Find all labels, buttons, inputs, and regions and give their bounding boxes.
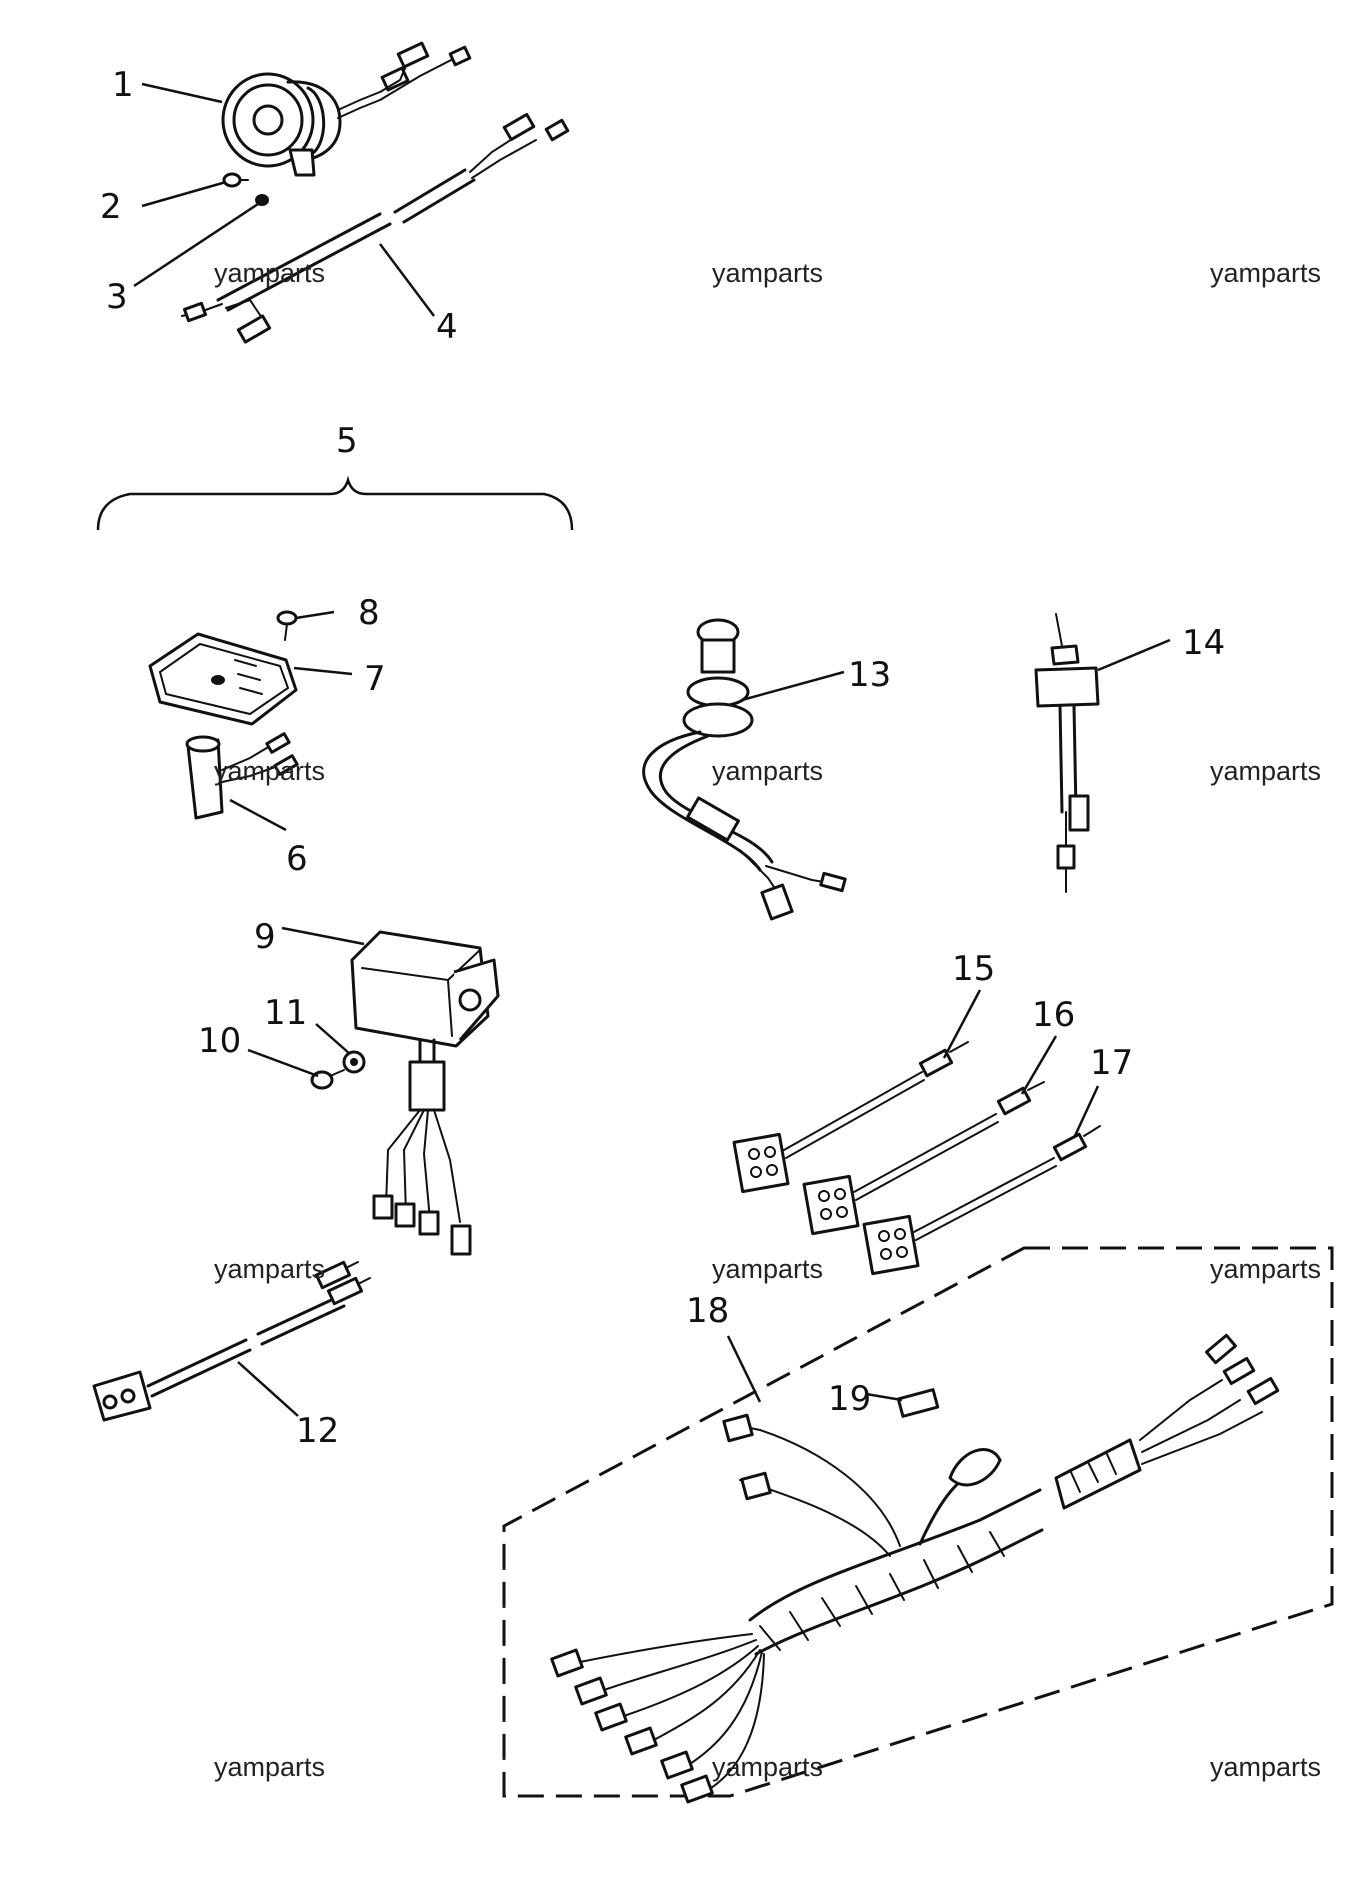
part-7-panel-plate xyxy=(148,632,298,726)
watermark: yamparts xyxy=(1210,1254,1321,1284)
callout-9: 9 xyxy=(254,917,276,957)
callout-7: 7 xyxy=(364,659,386,699)
part-19-fuse xyxy=(896,1388,940,1418)
callout-14: 14 xyxy=(1182,623,1225,663)
part-8-screw xyxy=(276,610,298,641)
callout-labels: 1 2 3 4 5 6 7 8 9 10 11 12 13 14 15 16 1… xyxy=(100,65,1225,1451)
callout-1: 1 xyxy=(112,65,134,105)
watermark: yamparts xyxy=(214,258,325,288)
leader-lines xyxy=(133,82,1171,1417)
callout-8: 8 xyxy=(358,593,380,633)
watermark: yamparts xyxy=(712,1752,823,1782)
part-18-main-harness xyxy=(550,1333,1280,1804)
watermark: yamparts xyxy=(214,756,325,786)
callout-2: 2 xyxy=(100,187,122,227)
part-2-screw xyxy=(222,172,249,188)
part-11-collar xyxy=(342,1050,366,1074)
part-17-lead xyxy=(862,1125,1101,1276)
callout-4: 4 xyxy=(436,307,458,347)
watermark: yamparts xyxy=(214,1752,325,1782)
callout-10: 10 xyxy=(198,1021,241,1061)
part-9-regulator xyxy=(350,930,500,1256)
callout-18: 18 xyxy=(686,1291,729,1331)
watermark: yamparts xyxy=(1210,756,1321,786)
watermark: yamparts xyxy=(712,756,823,786)
callout-6: 6 xyxy=(286,839,308,879)
watermark: yamparts xyxy=(712,258,823,288)
part-10-bolt xyxy=(310,1069,345,1090)
callout-5: 5 xyxy=(336,421,358,461)
part-3-washer xyxy=(255,194,269,206)
part-12-extension-lead xyxy=(92,1260,371,1422)
part-6-switch xyxy=(185,732,299,820)
callout-15: 15 xyxy=(952,949,995,989)
part-1-horn xyxy=(221,41,472,177)
callout-17: 17 xyxy=(1090,1043,1133,1083)
part-4-wire-lead xyxy=(181,112,570,344)
part-14-toggle-switch xyxy=(1034,613,1100,893)
callout-16: 16 xyxy=(1032,995,1075,1035)
callout-11: 11 xyxy=(264,993,307,1033)
group-5-bracket xyxy=(96,475,574,531)
callout-19: 19 xyxy=(828,1379,871,1419)
watermark: yamparts xyxy=(214,1254,325,1284)
callout-3: 3 xyxy=(106,277,128,317)
callout-13: 13 xyxy=(848,655,891,695)
part-15-lead xyxy=(732,1041,969,1194)
watermark: yamparts xyxy=(1210,1752,1321,1782)
watermarks: yamparts yamparts yamparts yamparts yamp… xyxy=(214,258,1321,1782)
watermark: yamparts xyxy=(712,1254,823,1284)
callout-12: 12 xyxy=(296,1411,339,1451)
part-13-key-switch xyxy=(642,618,847,921)
group-18-boundary xyxy=(502,1246,1334,1798)
part-16-lead xyxy=(802,1081,1045,1236)
watermark: yamparts xyxy=(1210,258,1321,288)
